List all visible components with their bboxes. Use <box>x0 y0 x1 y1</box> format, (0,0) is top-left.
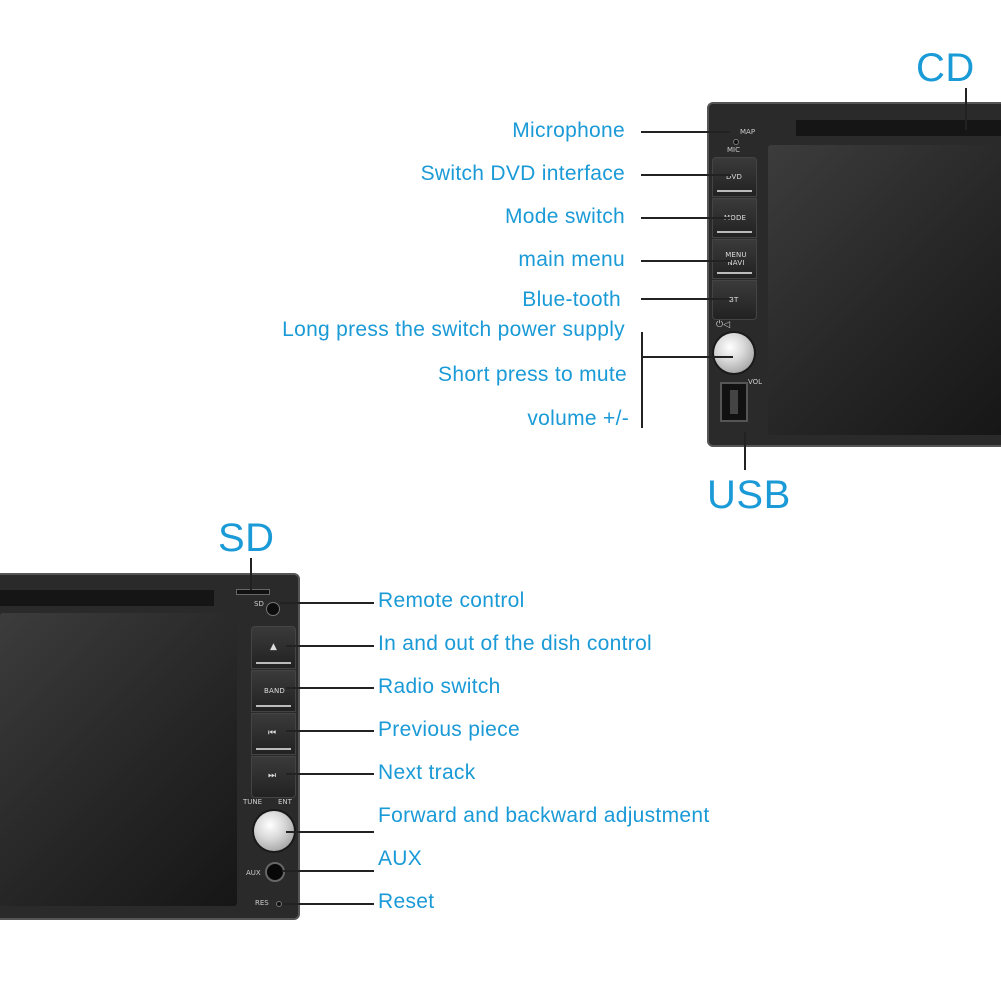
label-remote-control: Remote control <box>378 589 525 612</box>
mode-button-label: MODE <box>724 214 747 222</box>
leader-aux <box>282 870 374 872</box>
dvd-button-label: DVD <box>726 173 743 181</box>
ent-text: ENT <box>278 798 292 806</box>
leader-volume <box>641 356 733 358</box>
band-button-label: BAND <box>264 687 286 695</box>
usb-port-slot <box>730 390 738 414</box>
usb-port[interactable] <box>720 382 748 422</box>
label-next: Next track <box>378 761 476 784</box>
bluetooth-button-label: BT <box>729 296 739 304</box>
button-divider <box>717 231 752 233</box>
label-previous: Previous piece <box>378 718 520 741</box>
vol-text: VOL <box>748 378 763 386</box>
label-radio-switch: Radio switch <box>378 675 501 698</box>
leader-remote-control <box>280 602 374 604</box>
next-icon: ⏭ <box>268 771 277 781</box>
button-divider <box>717 190 752 192</box>
reset-hole[interactable] <box>276 901 282 907</box>
cd-callout: CD <box>916 46 975 90</box>
previous-button[interactable]: ⏮ <box>251 713 296 755</box>
top-screen <box>768 145 1001 435</box>
label-reset: Reset <box>378 890 435 913</box>
menu-navi-button-label: MENU NAVI <box>725 251 747 267</box>
label-eject: In and out of the dish control <box>378 632 653 655</box>
label-microphone: Microphone <box>512 119 625 142</box>
label-main-menu: main menu <box>518 248 625 271</box>
leader-previous <box>286 730 374 732</box>
sd-card-slot[interactable] <box>236 589 270 595</box>
leader-volume-bracket <box>641 332 643 428</box>
button-divider <box>717 272 752 274</box>
leader-switch-dvd <box>641 174 731 176</box>
leader-microphone <box>641 131 730 133</box>
label-switch-dvd: Switch DVD interface <box>420 162 625 185</box>
label-power: Long press the switch power supply <box>282 318 625 341</box>
eject-button[interactable]: ▲ <box>251 626 296 669</box>
label-mute: Short press to mute <box>438 363 627 386</box>
next-button[interactable]: ⏭ <box>251 756 296 798</box>
dvd-slot <box>0 590 214 606</box>
usb-callout: USB <box>707 473 791 517</box>
bottom-screen <box>0 613 237 906</box>
sd-callout: SD <box>218 516 275 560</box>
label-bluetooth: Blue-tooth <box>522 288 621 311</box>
label-mode-switch: Mode switch <box>504 205 625 228</box>
leader-main-menu <box>641 260 731 262</box>
res-text: RES <box>255 899 269 907</box>
sd-leader-line <box>250 558 252 590</box>
menu-navi-button[interactable]: MENU NAVI <box>712 239 757 279</box>
aux-text: AUX <box>246 869 261 877</box>
map-text: MAP <box>740 128 756 136</box>
bluetooth-button[interactable]: BT <box>712 280 757 320</box>
cd-leader-line <box>965 88 967 130</box>
leader-eject <box>286 645 374 647</box>
sd-text: SD <box>254 600 264 608</box>
leader-next <box>286 773 374 775</box>
remote-sensor <box>266 602 280 616</box>
leader-bluetooth <box>641 298 731 300</box>
mic-text: MIC <box>727 146 740 154</box>
power-mute-icon: ⏻◁ <box>716 320 731 330</box>
button-divider <box>256 662 291 664</box>
button-divider <box>256 748 291 750</box>
label-volume: volume +/- <box>527 407 629 430</box>
label-tune: Forward and backward adjustment <box>378 804 710 827</box>
aux-jack[interactable] <box>265 862 285 882</box>
previous-icon: ⏮ <box>268 728 277 738</box>
label-aux: AUX <box>378 847 423 870</box>
leader-mode-switch <box>641 217 731 219</box>
dvd-button[interactable]: DVD <box>712 157 757 197</box>
usb-leader-line <box>744 432 746 470</box>
band-button[interactable]: BAND <box>251 670 296 712</box>
leader-tune <box>286 831 374 833</box>
tune-text: TUNE <box>243 798 263 806</box>
microphone-hole <box>733 139 739 145</box>
button-divider <box>256 705 291 707</box>
leader-reset <box>282 903 374 905</box>
volume-knob[interactable] <box>714 333 754 373</box>
cd-slot <box>796 120 1001 136</box>
eject-icon: ▲ <box>270 642 278 652</box>
leader-radio-switch <box>286 687 374 689</box>
